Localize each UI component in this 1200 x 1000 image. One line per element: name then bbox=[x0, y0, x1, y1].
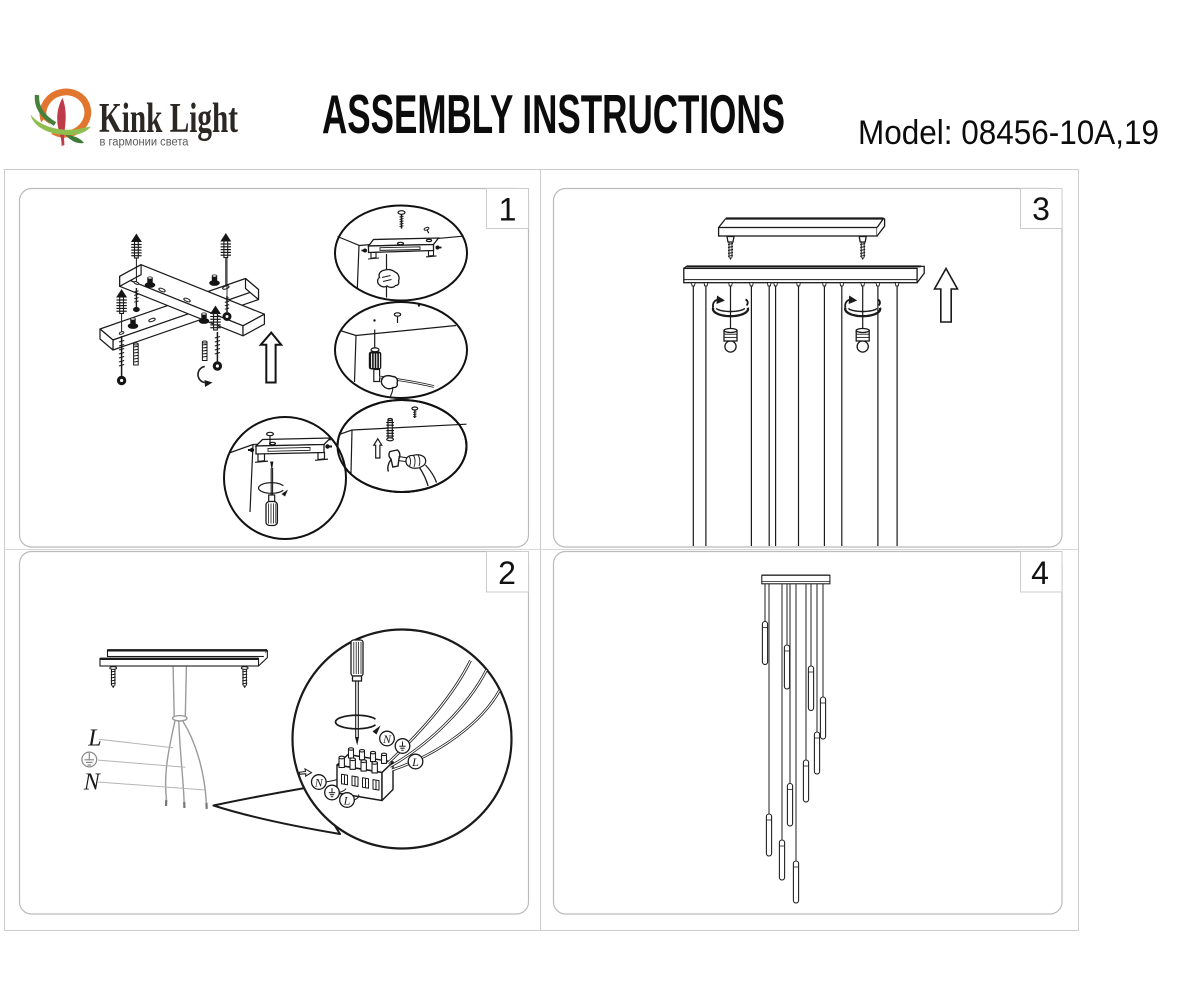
svg-text:4: 4 bbox=[1031, 555, 1049, 591]
svg-text:L: L bbox=[343, 794, 351, 808]
svg-text:2: 2 bbox=[498, 555, 516, 591]
svg-text:L: L bbox=[411, 755, 419, 769]
svg-text:Kink Light: Kink Light bbox=[99, 96, 238, 142]
svg-text:L: L bbox=[87, 726, 101, 752]
svg-text:Model: 08456-10A,19: Model: 08456-10A,19 bbox=[858, 114, 1159, 152]
svg-text:1: 1 bbox=[499, 192, 517, 228]
svg-text:N: N bbox=[314, 776, 324, 790]
svg-text:N: N bbox=[83, 770, 102, 796]
svg-text:3: 3 bbox=[1032, 191, 1050, 227]
svg-text:в гармонии света: в гармонии света bbox=[100, 137, 190, 149]
svg-text:N: N bbox=[382, 732, 392, 746]
svg-text:ASSEMBLY INSTRUCTIONS: ASSEMBLY INSTRUCTIONS bbox=[322, 83, 785, 145]
